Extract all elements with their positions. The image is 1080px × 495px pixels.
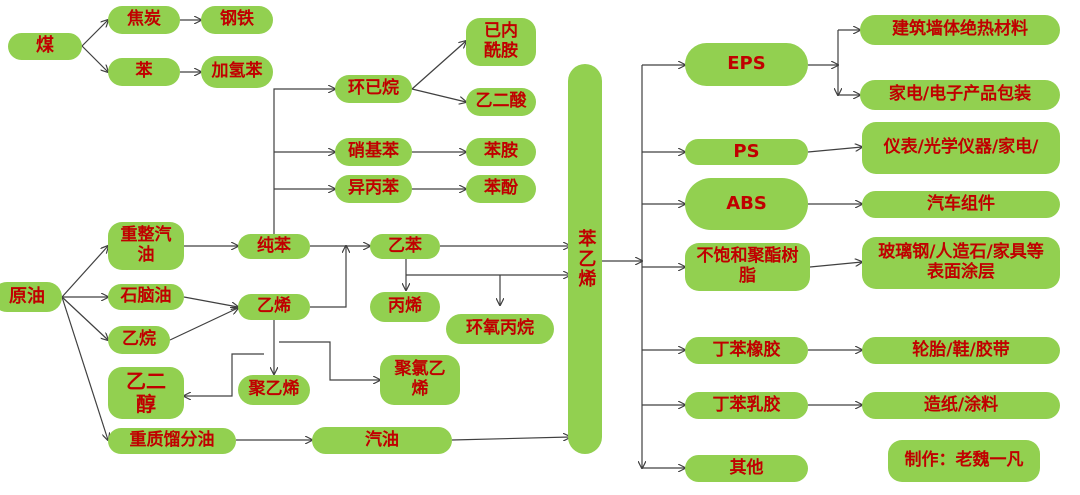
- node-ethane: 乙烷: [108, 326, 170, 354]
- node-propylene: 丙烯: [370, 292, 440, 322]
- node-crude-oil: 原油: [0, 282, 62, 312]
- node-ethylene: 乙烯: [238, 294, 310, 320]
- node-heavy-distillate: 重质馏分油: [108, 428, 236, 454]
- node-auto-parts: 汽车组件: [862, 191, 1060, 218]
- node-ps: PS: [685, 139, 808, 165]
- node-polyethylene: 聚乙烯: [238, 375, 310, 405]
- node-caprolactam: 已内酰胺: [466, 18, 536, 66]
- node-pvc: 聚氯乙烯: [380, 355, 460, 405]
- node-aniline: 苯胺: [466, 138, 536, 166]
- node-coal: 煤: [8, 33, 82, 60]
- node-nitrobenzene: 硝基苯: [335, 138, 412, 166]
- node-sb-latex: 丁苯乳胶: [685, 392, 808, 419]
- node-appliance-packaging: 家电/电子产品包装: [860, 80, 1060, 110]
- node-building-insulation: 建筑墙体绝热材料: [860, 15, 1060, 45]
- node-paper-paint: 造纸/涂料: [862, 392, 1060, 419]
- node-propylene-oxide: 环氧丙烷: [446, 314, 554, 344]
- node-styrene: 苯乙烯: [568, 64, 602, 454]
- node-tires-shoes-tape: 轮胎/鞋/胶带: [862, 337, 1060, 364]
- node-adipic-acid: 乙二酸: [466, 88, 536, 116]
- node-ethylbenzene: 乙苯: [370, 234, 440, 259]
- credit-label: 制作：老魏一凡: [888, 440, 1040, 482]
- node-pure-benzene: 纯苯: [238, 234, 310, 259]
- node-others: 其他: [685, 455, 808, 482]
- node-unsaturated-polyester-resin: 不饱和聚酯树脂: [685, 243, 810, 291]
- node-frp-coatings: 玻璃钢/人造石/家具等表面涂层: [862, 237, 1060, 289]
- node-steel: 钢铁: [201, 6, 273, 34]
- node-reformate: 重整汽油: [108, 222, 184, 270]
- node-coke: 焦炭: [108, 6, 180, 34]
- node-instruments-optics: 仪表/光学仪器/家电/: [862, 122, 1060, 174]
- node-cumene: 异丙苯: [335, 175, 412, 203]
- node-gasoline: 汽油: [312, 427, 452, 454]
- node-ethylene-glycol: 乙二醇: [108, 367, 184, 419]
- node-sbr: 丁苯橡胶: [685, 337, 808, 364]
- node-hydrogenated-benzene: 加氢苯: [201, 56, 273, 88]
- node-eps: EPS: [685, 43, 808, 86]
- node-abs: ABS: [685, 178, 808, 230]
- node-cyclohexane: 环已烷: [335, 75, 412, 103]
- node-benzene: 苯: [108, 58, 180, 86]
- node-phenol: 苯酚: [466, 175, 536, 203]
- node-naphtha: 石脑油: [108, 284, 184, 310]
